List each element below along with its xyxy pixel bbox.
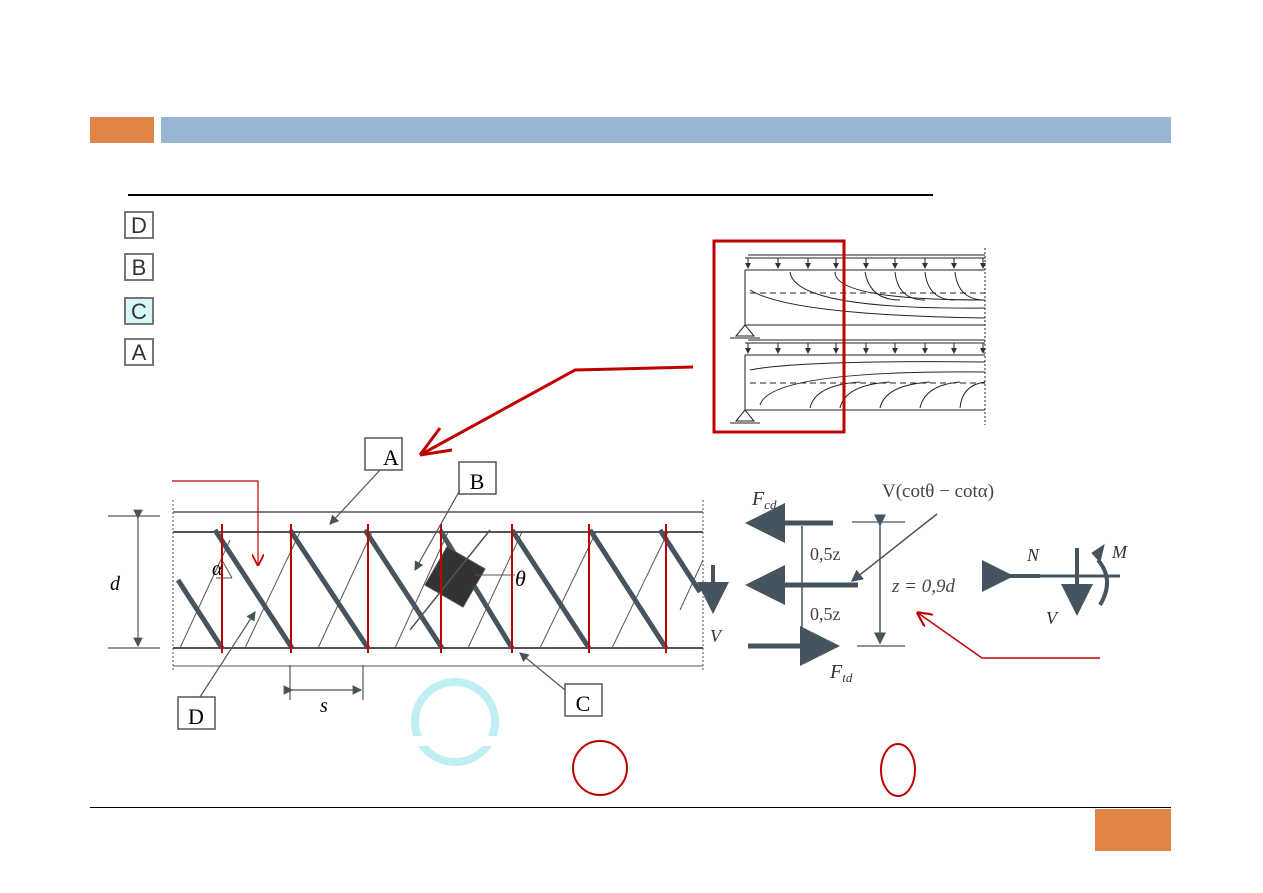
header-accent xyxy=(90,117,154,143)
half-z-bottom: 0,5z xyxy=(810,604,841,624)
sign-v: V xyxy=(1046,608,1059,628)
alpha-label: α xyxy=(212,558,223,580)
stress-trajectory-figures xyxy=(730,248,986,425)
label-c: C xyxy=(576,691,591,716)
sign-m: M xyxy=(1111,542,1128,562)
legend-key-c: C xyxy=(124,297,154,325)
f-cd-label: Fcd xyxy=(751,488,777,512)
load-arrows xyxy=(745,258,986,354)
red-section-lines xyxy=(221,524,667,653)
label-d: D xyxy=(188,704,204,729)
depth-label: d xyxy=(110,573,121,595)
sign-n: N xyxy=(1026,545,1040,565)
header-bar xyxy=(161,117,1171,143)
shift-force-label: V(cotθ − cotα) xyxy=(882,481,994,502)
annotation-circle-2 xyxy=(880,743,916,797)
title-underline xyxy=(128,194,933,196)
footer-line xyxy=(90,807,1171,808)
lever-arm-label: z = 0,9d xyxy=(891,576,955,597)
spacing-label: s xyxy=(320,695,328,717)
half-z-top: 0,5z xyxy=(810,544,841,564)
legend-key-b: B xyxy=(124,253,154,281)
theta-label: θ xyxy=(515,566,526,591)
label-b: B xyxy=(470,469,485,494)
highlight-box xyxy=(712,239,846,434)
annotation-circle-1 xyxy=(572,740,628,796)
legend-key-a: A xyxy=(124,338,154,366)
legend-key-d: D xyxy=(124,211,154,239)
beam xyxy=(172,500,704,670)
force-diagram xyxy=(745,503,1120,666)
shear-label: V xyxy=(710,626,723,646)
f-td-label: Ftd xyxy=(829,661,853,685)
label-a: A xyxy=(383,445,399,470)
page-number-box xyxy=(1095,809,1171,851)
watermark xyxy=(411,678,499,766)
highlight-arrow xyxy=(419,365,694,457)
